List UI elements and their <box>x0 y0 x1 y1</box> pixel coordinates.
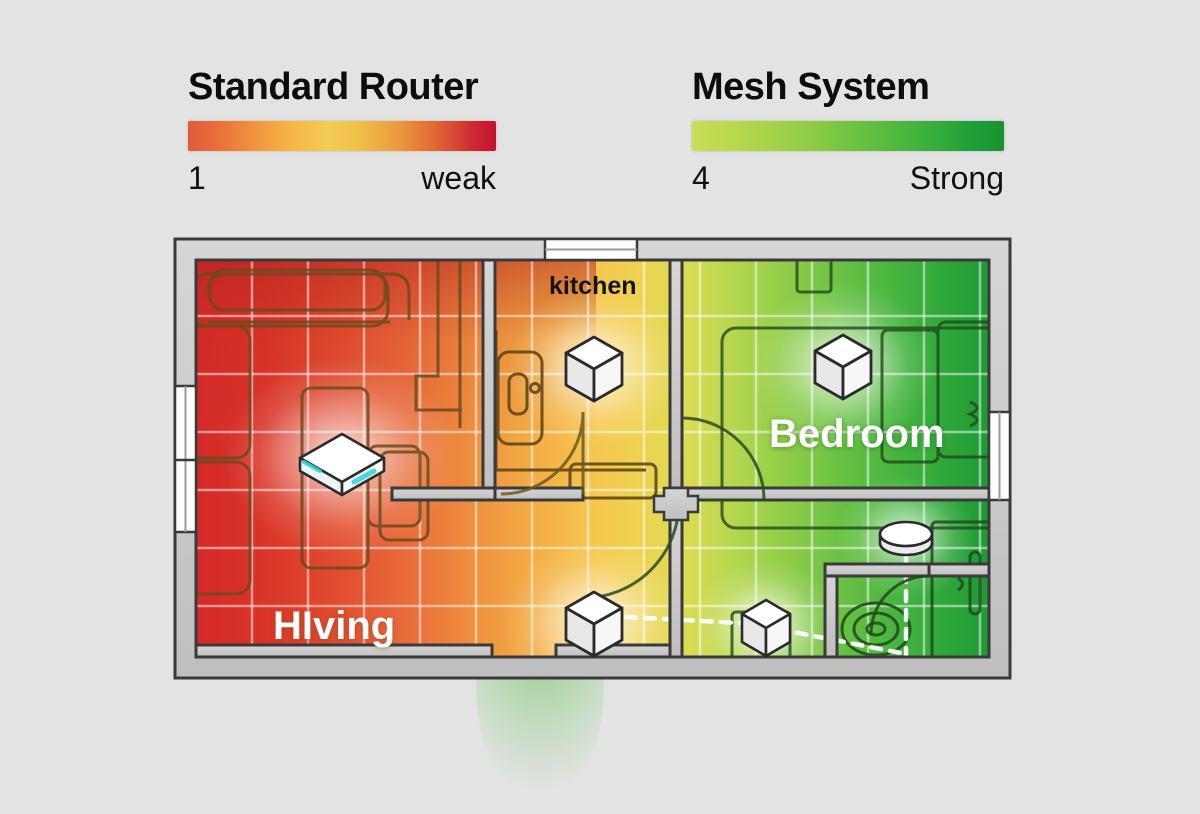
mesh-cube-icon[interactable] <box>564 590 624 658</box>
legend-min-mesh-system: 4 <box>692 160 710 196</box>
disc-node-icon[interactable] <box>878 520 934 557</box>
legend-gradient-bar-mesh-system <box>692 121 1004 151</box>
wall-kitchen-bottom <box>481 486 585 502</box>
wall-bath-left <box>823 562 839 659</box>
windows <box>173 237 1012 534</box>
wall-bath-top-a <box>823 562 931 578</box>
legend-title-standard-router: Standard Router <box>188 66 479 108</box>
floorplan <box>170 234 1015 804</box>
legend-title-mesh-system: Mesh System <box>692 66 930 108</box>
legend-max-mesh-system: Strong <box>909 160 1004 196</box>
wall-bath-top-b <box>927 562 991 578</box>
wall-living-bottom <box>194 643 494 659</box>
router-icon[interactable] <box>298 432 386 497</box>
legend-scale-standard-router: 1 weak <box>188 160 496 197</box>
wall-living-kitchen <box>481 258 497 502</box>
mesh-cube-icon[interactable] <box>564 335 624 403</box>
furniture-living <box>196 260 462 596</box>
legend-standard-router: Standard Router 1 weak <box>188 66 496 197</box>
legend-mesh-system: Mesh System 4 Strong <box>692 66 1004 197</box>
mesh-cube-icon[interactable] <box>813 333 873 401</box>
legend-scale-mesh-system: 4 Strong <box>692 160 1004 197</box>
walls <box>173 237 1012 680</box>
legend-gradient-bar-standard-router <box>188 121 496 151</box>
legend-min-standard-router: 1 <box>188 160 206 196</box>
legend-max-standard-router: weak <box>421 160 496 196</box>
wall-bedroom-bottom <box>668 486 991 502</box>
wall-kitchen-bedroom <box>668 258 684 502</box>
wall-junction <box>652 486 700 522</box>
mesh-cube-icon[interactable] <box>740 598 792 658</box>
wall-kitchen-bottom-b <box>390 486 497 502</box>
wall-hall-bottom <box>554 643 672 659</box>
